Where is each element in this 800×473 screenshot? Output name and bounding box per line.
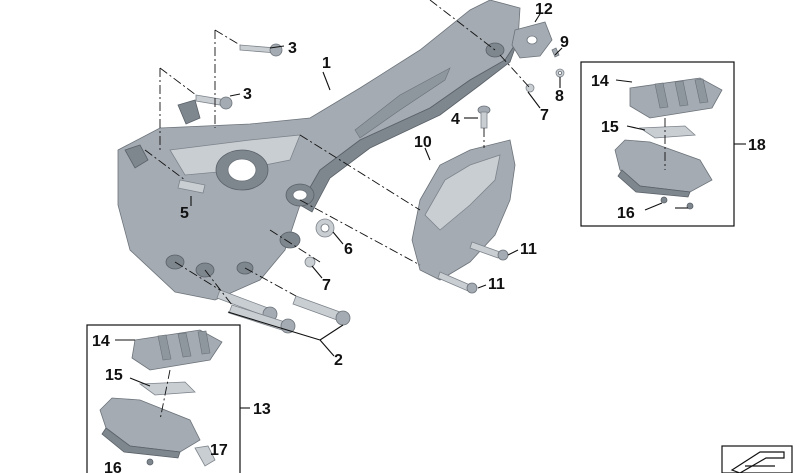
callout-4: 4: [451, 111, 460, 128]
bolt-part: [216, 289, 351, 334]
callout-6: 6: [344, 241, 353, 258]
callout-13: 13: [253, 401, 271, 418]
small-bracket-part: [511, 21, 553, 59]
assembly-box-13: [86, 324, 241, 473]
footrest-bracket-part: [117, 0, 521, 301]
callout-labels: 1 2 3 3 4 5 6 7 7 8 9 10 11 11 12 13 14 …: [92, 1, 766, 473]
heel-guard-part: [411, 139, 516, 281]
alignment-lines: [144, 0, 666, 421]
callout-10: 10: [414, 134, 432, 151]
callout-16: 16: [104, 460, 122, 473]
callout-15: 15: [105, 367, 123, 384]
callout-5: 5: [180, 205, 189, 222]
callout-14: 14: [591, 73, 609, 90]
callout-2: 2: [334, 352, 343, 369]
callout-15: 15: [601, 119, 619, 136]
callout-14: 14: [92, 333, 110, 350]
callout-11: 11: [520, 241, 537, 258]
screw-part: [195, 43, 283, 110]
callout-17: 17: [210, 442, 228, 459]
callout-8: 8: [555, 88, 564, 105]
clip-part: [304, 256, 316, 268]
callout-7: 7: [322, 277, 331, 294]
callout-11: 11: [488, 276, 505, 293]
callout-7: 7: [540, 107, 549, 124]
callout-9: 9: [560, 34, 569, 51]
leader-lines: [115, 13, 746, 409]
scissors-arrow-icon: [721, 445, 793, 473]
callout-16: 16: [617, 205, 635, 222]
callout-12: 12: [535, 1, 553, 18]
callout-3: 3: [288, 40, 297, 57]
footpeg-assembly-left: [99, 329, 223, 467]
washer-part: [551, 47, 565, 78]
callout-3: 3: [243, 86, 252, 103]
pin-part: [177, 179, 206, 194]
callout-18: 18: [748, 137, 766, 154]
screw-part-11: [437, 241, 509, 294]
callout-1: 1: [322, 55, 331, 72]
spring-part: [315, 218, 335, 238]
footpeg-assembly-right: [614, 77, 723, 210]
screw-part-4: [477, 105, 491, 129]
